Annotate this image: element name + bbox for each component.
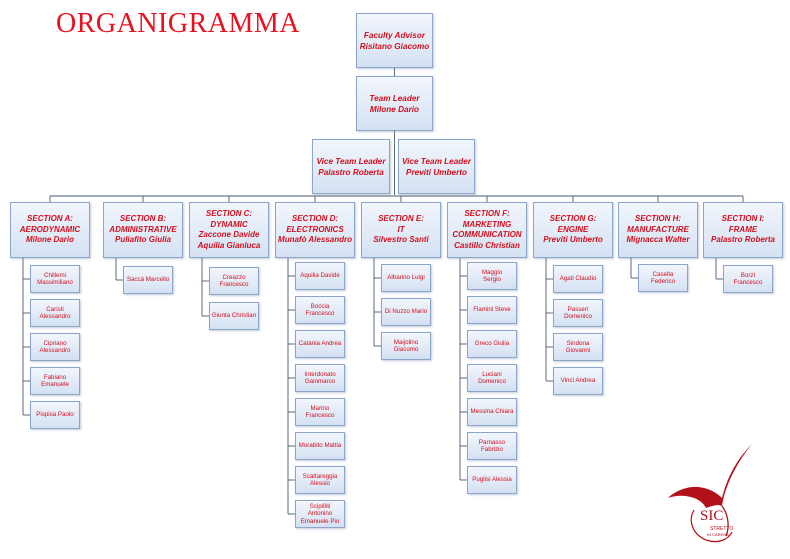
member-box-label: Flamini Steve <box>473 306 511 314</box>
member-box-label: Interdonato Gainmarco <box>304 370 336 385</box>
member-box: Borzì Francesco <box>723 265 773 293</box>
member-box: Maijolino Giacomo <box>381 332 431 360</box>
member-box-label: Scattareggia Alessio <box>302 472 338 487</box>
member-box-label: Marino Francesco <box>305 404 335 419</box>
member-box-label: Parnasso Fabrizio <box>478 438 506 453</box>
member-box-label: Maijolino Giacomo <box>393 338 419 353</box>
member-box: Scattareggia Alessio <box>295 466 345 494</box>
member-box: Boccia Francesco <box>295 296 345 324</box>
member-box: Sindona Giovanni <box>553 333 603 361</box>
member-box-label: Chillemi Massimiliano <box>37 271 73 286</box>
member-box: Albarino Luigi <box>381 264 431 292</box>
member-box: Scipilliti Antonino Emanuele Pio <box>295 500 345 528</box>
section-box-c: SECTION C: DYNAMIC Zaccone Davide Aquili… <box>189 202 269 258</box>
member-box-label: Agati Claudio <box>559 275 597 283</box>
section-box-d: SECTION D: ELECTRONICS Munafò Alessandro <box>275 202 355 258</box>
section-box-e: SECTION E: IT Silvestro Santi <box>361 202 441 258</box>
member-box-label: Pispisa Paolo <box>36 411 74 419</box>
section-box-g-label: SECTION G: ENGINE Previti Umberto <box>543 214 603 245</box>
section-box-i-label: SECTION I: FRAME Palastro Roberta <box>710 214 776 245</box>
member-box-label: Albarino Luigi <box>387 274 425 282</box>
member-box: Pispisa Paolo <box>30 401 80 429</box>
member-box: Agati Claudio <box>553 265 603 293</box>
team-leader-box: Team Leader Milone Dario <box>356 76 433 131</box>
member-box-label: Caristi Alessandro <box>39 305 71 320</box>
member-box: Morabito Mattia <box>295 432 345 460</box>
member-box: Cipriano Alessandro <box>30 333 80 361</box>
member-box-label: Puglisi Alessia <box>472 476 512 484</box>
member-box-label: Boccia Francesco <box>305 302 335 317</box>
vice-team-leader-box-1: Vice Team Leader Palastro Roberta <box>312 139 390 194</box>
member-box: Vinci Andrea <box>553 367 603 395</box>
member-box: Di Nuzzo Mario <box>381 298 431 326</box>
member-box: Chillemi Massimiliano <box>30 265 80 293</box>
section-box-i: SECTION I: FRAME Palastro Roberta <box>703 202 783 258</box>
member-box-label: Messina Chiara <box>470 408 514 416</box>
member-box-label: Di Nuzzo Mario <box>384 308 428 316</box>
logo-subtitle-line-2: IN CARENA <box>707 532 729 537</box>
member-box-label: Sindona Giovanni <box>565 339 591 354</box>
member-box: Marino Francesco <box>295 398 345 426</box>
member-box-label: Aquilia Davide <box>300 272 340 280</box>
member-box-label: Luciani Domenico <box>478 370 506 385</box>
section-box-b-label: SECTION B: ADMINISTRATIVE Puliafito Giul… <box>109 214 177 245</box>
member-box: Maggio Sergio <box>467 262 517 290</box>
member-box-label: Greco Giulia <box>474 340 510 348</box>
section-box-d-label: SECTION D: ELECTRONICS Munafò Alessandro <box>278 214 352 245</box>
member-box: Luciani Domenico <box>467 364 517 392</box>
vice-team-leader-label-2: Vice Team Leader Previti Umberto <box>401 156 472 177</box>
member-box-label: Borzì Francesco <box>733 271 763 286</box>
member-box-label: Creazzo Francesco <box>219 273 249 288</box>
member-box-label: Catania Andrea <box>298 340 342 348</box>
member-box: Catania Andrea <box>295 330 345 358</box>
member-box-label: Maggio Sergio <box>481 268 503 283</box>
member-box-label: Saccà Marcello <box>126 276 170 284</box>
section-box-a-label: SECTION A: AERODYNAMIC Milone Dario <box>19 214 81 245</box>
member-box: Casella Federico <box>638 264 688 292</box>
member-box: Parnasso Fabrizio <box>467 432 517 460</box>
section-box-f: SECTION F: MARKETING COMMUNICATION Casti… <box>447 202 527 258</box>
member-box-label: Casella Federico <box>650 270 676 285</box>
member-box: Messina Chiara <box>467 398 517 426</box>
section-box-h-label: SECTION H: MANUFACTURE Mignacca Walter <box>626 214 690 245</box>
member-box: Passeri Domenico <box>553 299 603 327</box>
section-box-g: SECTION G: ENGINE Previti Umberto <box>533 202 613 258</box>
member-box: Fabiano Emanuele <box>30 367 80 395</box>
sic-logo-icon <box>668 444 752 543</box>
vice-team-leader-box-2: Vice Team Leader Previti Umberto <box>398 139 475 194</box>
member-box: Aquilia Davide <box>295 262 345 290</box>
member-box: Puglisi Alessia <box>467 466 517 494</box>
member-box: Giunta Christian <box>209 302 259 330</box>
section-box-b: SECTION B: ADMINISTRATIVE Puliafito Giul… <box>103 202 183 258</box>
member-box: Caristi Alessandro <box>30 299 80 327</box>
member-box-label: Fabiano Emanuele <box>41 373 69 388</box>
member-box-label: Passeri Domenico <box>564 305 592 320</box>
member-box: Creazzo Francesco <box>209 267 259 295</box>
section-box-c-label: SECTION C: DYNAMIC Zaccone Davide Aquili… <box>197 209 261 250</box>
sic-logo: SIC STRETTO IN CARENA <box>668 444 752 543</box>
member-box: Greco Giulia <box>467 330 517 358</box>
member-box-label: Cipriano Alessandro <box>39 339 71 354</box>
member-box: Flamini Steve <box>467 296 517 324</box>
member-box: Saccà Marcello <box>123 266 173 294</box>
faculty-advisor-box: Faculty Advisor Risitano Giacomo <box>356 13 433 68</box>
page-title: ORGANIGRAMMA <box>56 8 301 39</box>
section-box-f-label: SECTION F: MARKETING COMMUNICATION Casti… <box>452 209 522 250</box>
section-box-a: SECTION A: AERODYNAMIC Milone Dario <box>10 202 90 258</box>
logo-text: SIC <box>700 508 723 524</box>
team-leader-label: Team Leader Milone Dario <box>369 93 420 114</box>
section-box-e-label: SECTION E: IT Silvestro Santi <box>373 214 429 245</box>
member-box: Interdonato Gainmarco <box>295 364 345 392</box>
logo-subtitle-line-1: STRETTO <box>710 526 733 532</box>
member-box-label: Scipilliti Antonino Emanuele Pio <box>300 502 340 525</box>
member-box-label: Vinci Andrea <box>560 377 596 385</box>
member-box-label: Giunta Christian <box>211 312 257 320</box>
section-box-h: SECTION H: MANUFACTURE Mignacca Walter <box>618 202 698 258</box>
faculty-advisor-label: Faculty Advisor Risitano Giacomo <box>359 30 430 51</box>
vice-team-leader-label-1: Vice Team Leader Palastro Roberta <box>316 156 386 177</box>
member-box-label: Morabito Mattia <box>298 442 342 450</box>
